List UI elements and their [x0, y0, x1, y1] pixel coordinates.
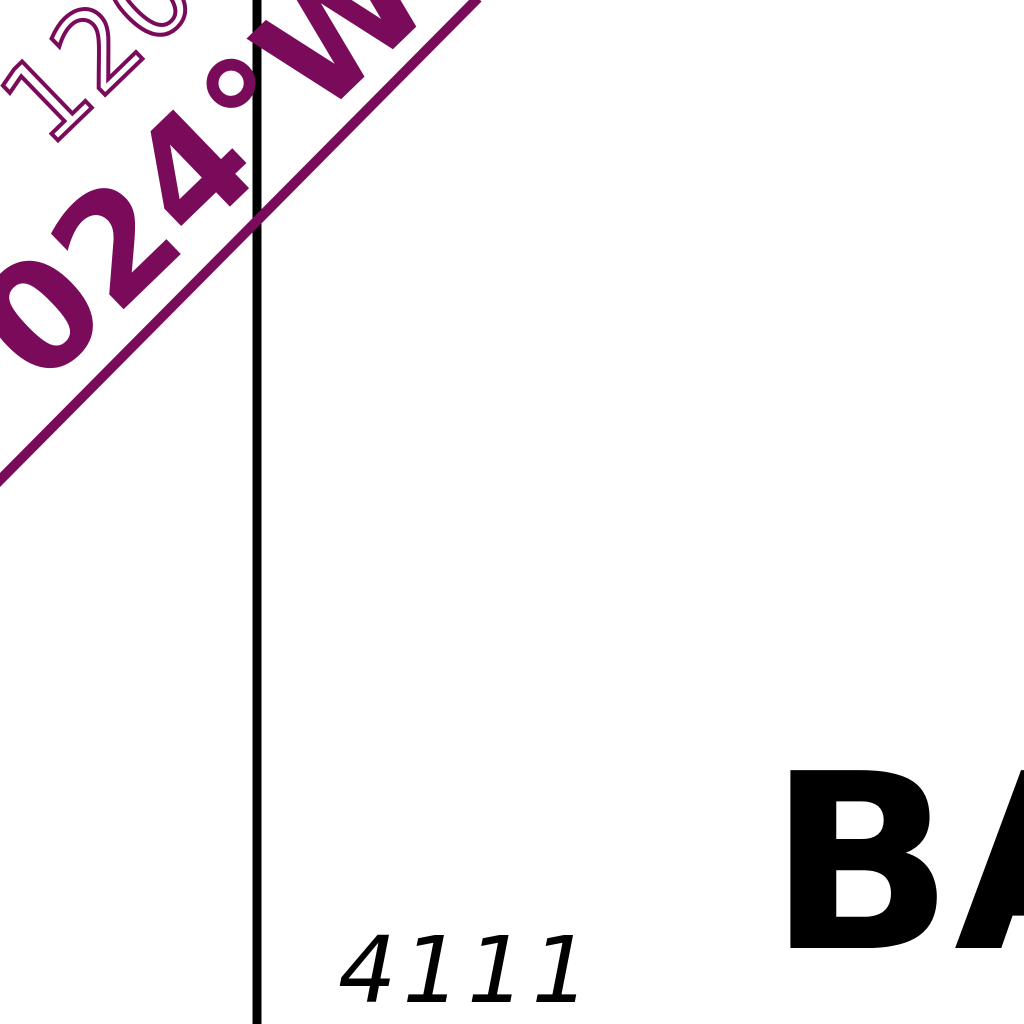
place-name-label: BA — [768, 722, 1024, 1006]
elevation-label: 4111 — [338, 917, 596, 1024]
airway-line — [0, 0, 482, 488]
